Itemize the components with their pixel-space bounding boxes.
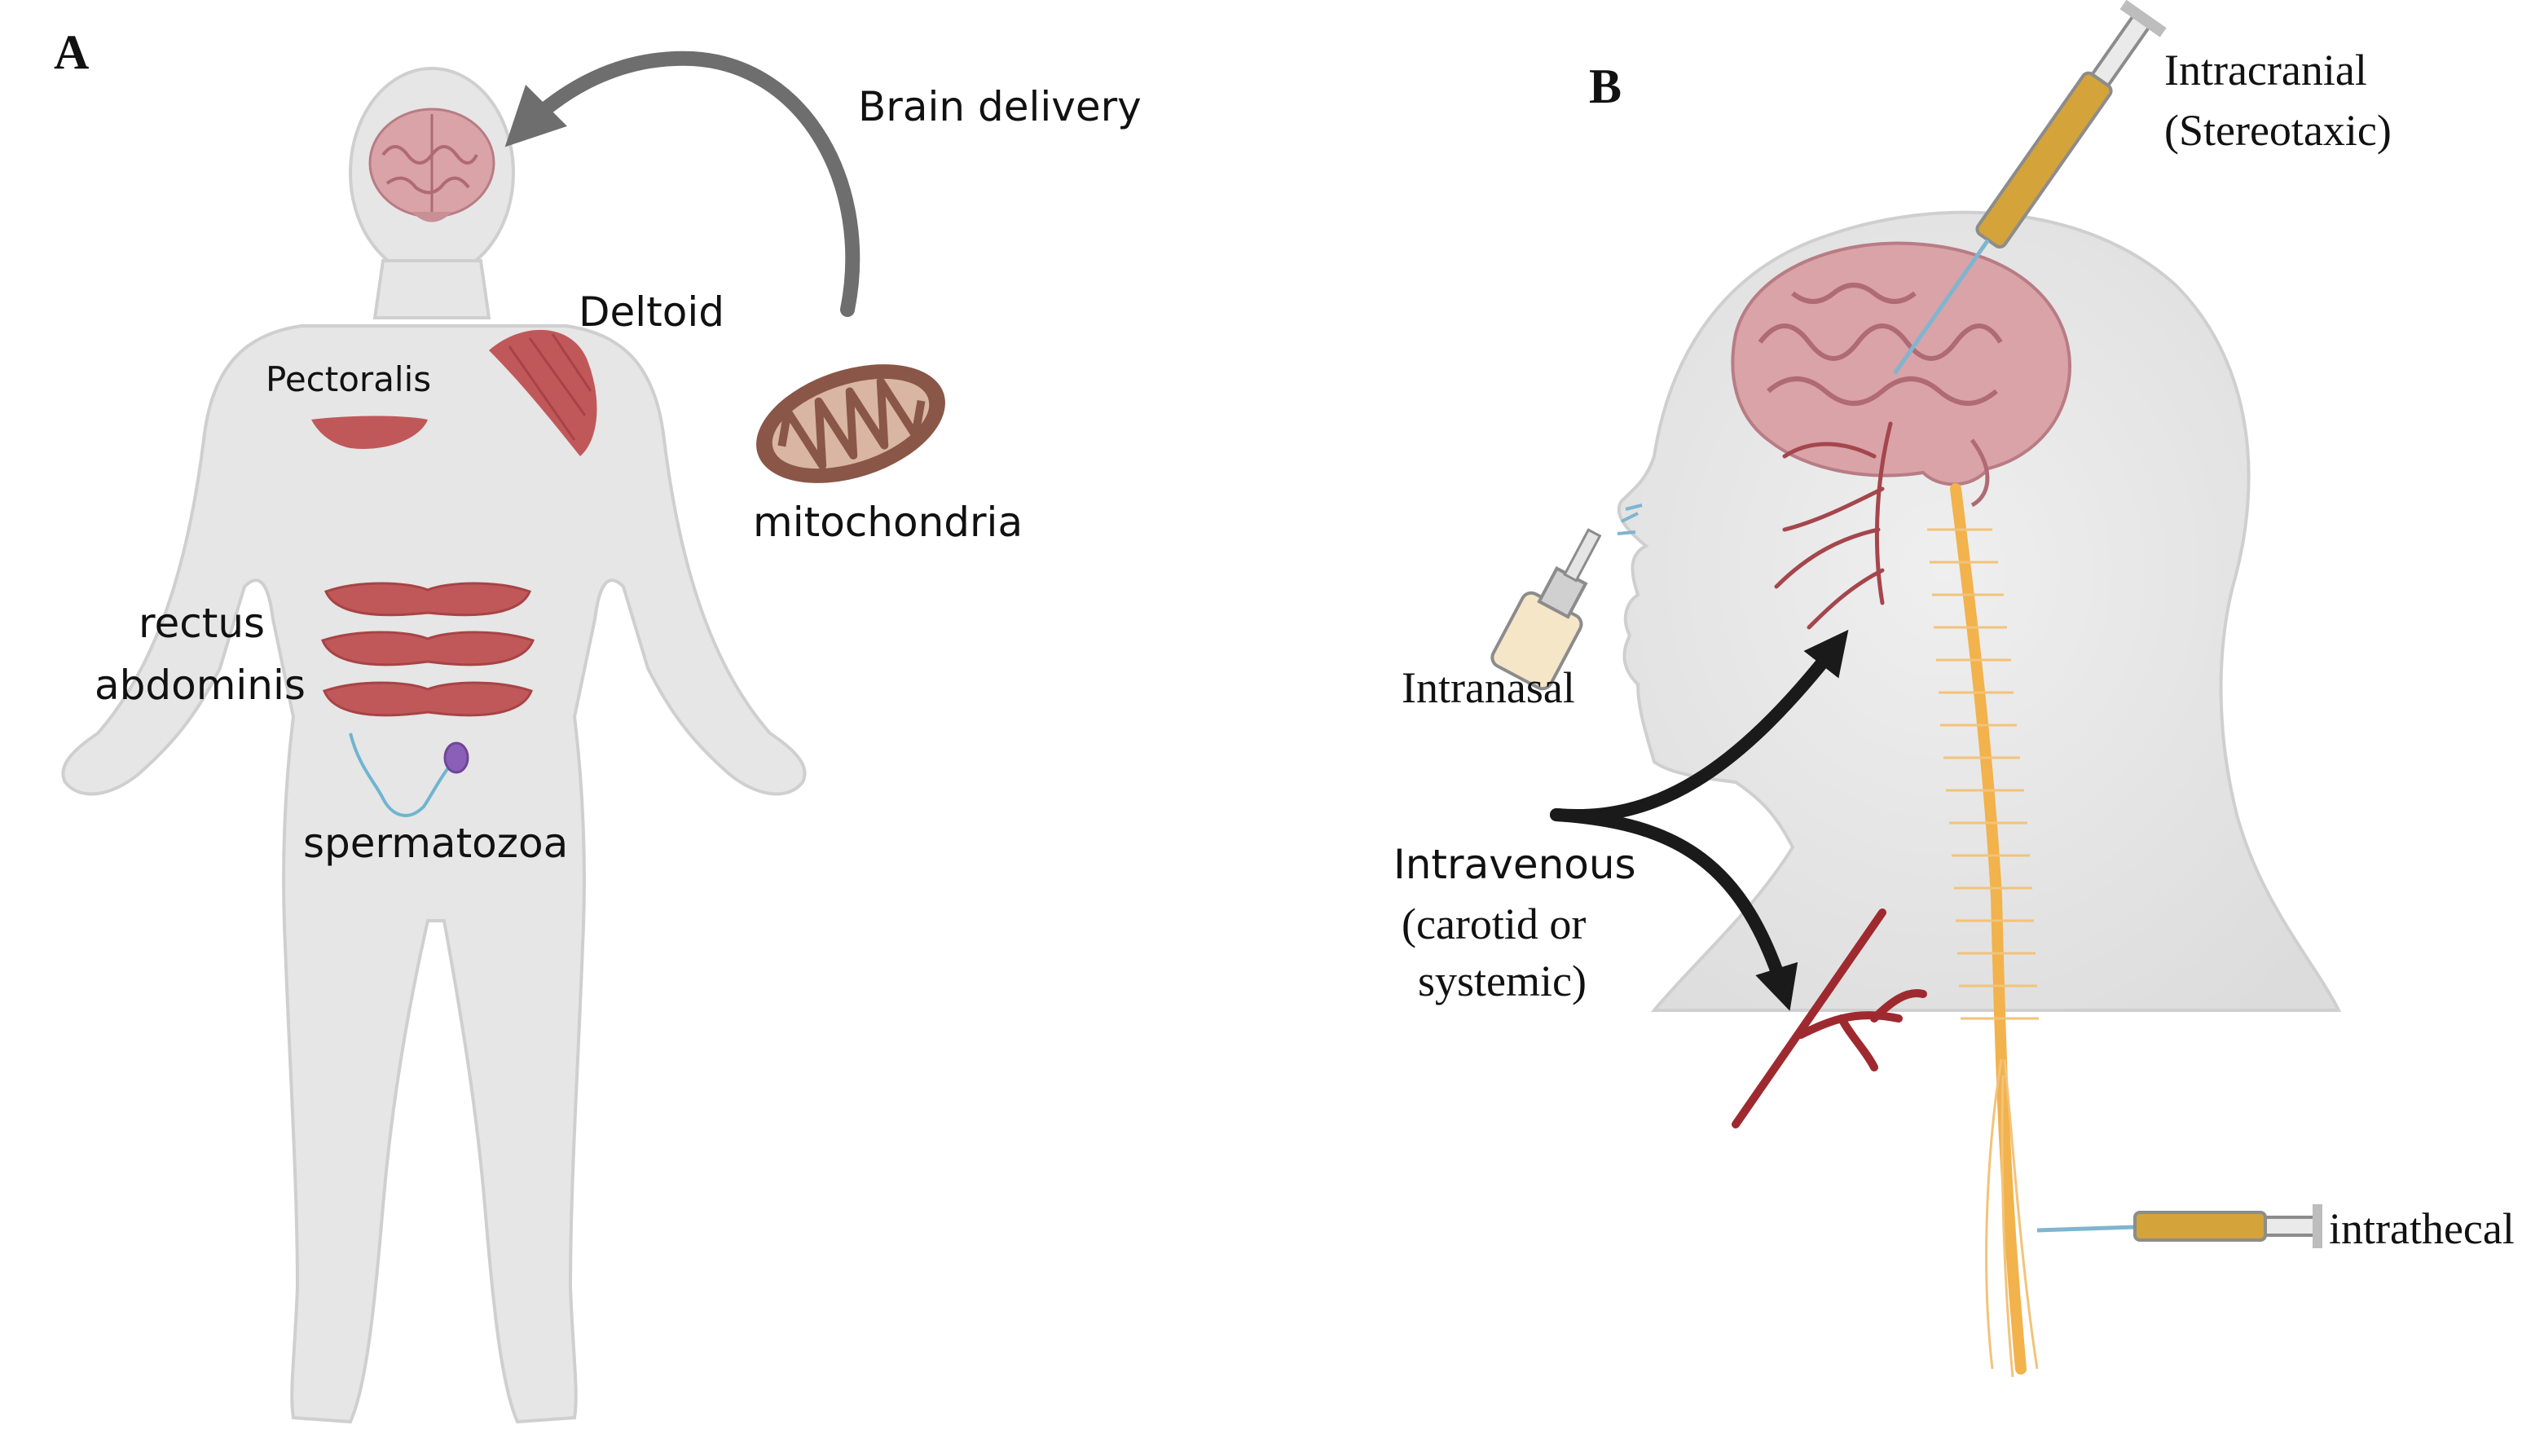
intravenous-label-line1: Intravenous [1393,841,1636,888]
pectoralis-label: Pectoralis [266,359,431,399]
intracranial-label-line1: Intracranial [2164,46,2367,95]
mitochondria-icon [756,364,945,483]
spermatozoa-label: spermatozoa [303,820,568,867]
rectus-abdominis-muscle [321,582,535,717]
intravenous-arrow-down [1550,808,1798,1011]
panel-b: B [1393,0,2515,1378]
intracranial-syringe-icon [1892,0,2167,375]
panel-a-letter: A [54,25,89,79]
deltoid-label: Deltoid [579,288,724,336]
facial-vessels [1774,421,1893,630]
rectus-label-line1: rectus [139,600,265,647]
pectoralis-muscle [311,416,428,449]
intranasal-label: Intranasal [1402,663,1575,712]
brain-icon-a [368,108,495,222]
mitochondria-label: mitochondria [753,499,1023,546]
intravenous-label-line3: systemic) [1418,957,1587,1005]
brain-delivery-arrow [504,51,860,317]
nasal-spray-mist [1617,504,1643,535]
intravenous-label-line2: (carotid or [1402,900,1586,948]
spinal-cord [1927,483,2039,1378]
panel-a: A Brain delivery Deltoid P [54,25,1142,1424]
carotid-vessel [1732,908,1927,1128]
human-body-figure [61,67,807,1424]
brain-delivery-label: Brain delivery [858,83,1142,130]
intracranial-label-line2: (Stereotaxic) [2164,106,2392,155]
panel-b-letter: B [1589,59,1622,113]
deltoid-muscle [489,329,597,456]
intrathecal-syringe-icon [2036,1204,2322,1248]
rectus-label-line2: abdominis [95,662,306,709]
intranasal-bottle-icon [1490,528,1602,691]
intrathecal-label: intrathecal [2329,1204,2515,1253]
spermatozoa-icon [349,732,469,817]
